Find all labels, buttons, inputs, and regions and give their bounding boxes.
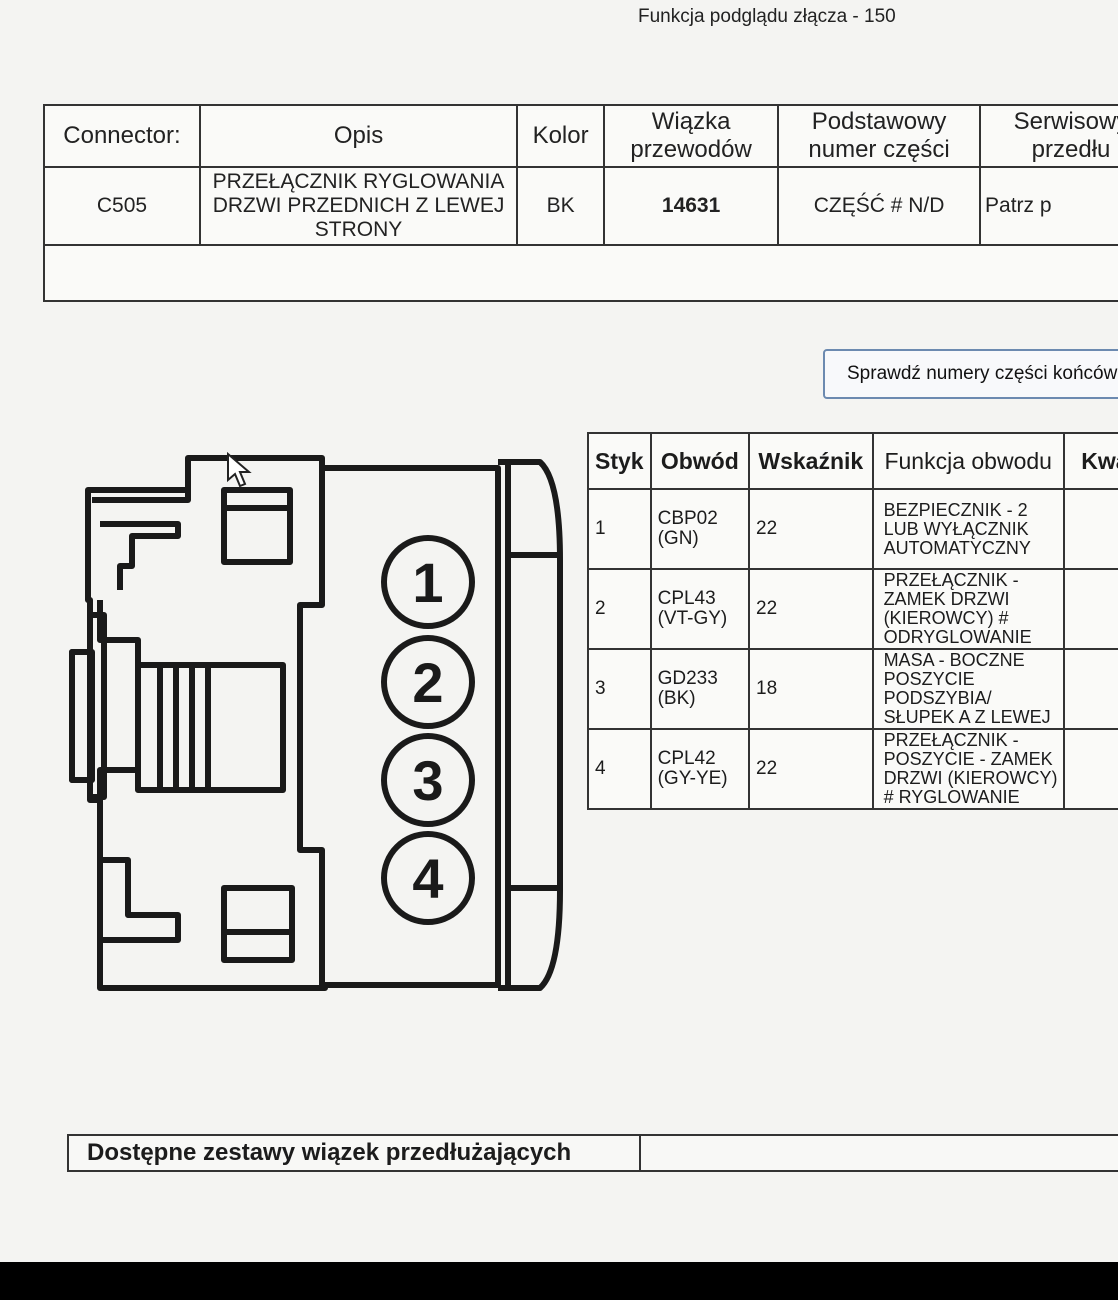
pin-circuit: CPL43 (VT-GY) bbox=[649, 568, 751, 650]
empty-cell bbox=[43, 244, 1118, 302]
pin-table: Styk Obwód Wskaźnik Funkcja obwodu Kwa 1… bbox=[587, 432, 1118, 810]
pin-label-3: 3 bbox=[412, 749, 443, 812]
pin-function: BEZPIECZNIK - 2 LUB WYŁĄCZNIK AUTOMATYCZ… bbox=[871, 488, 1065, 570]
pin-function: PRZEŁĄCZNIK - ZAMEK DRZWI (KIEROWCY) # O… bbox=[871, 568, 1065, 650]
header-opis: Opis bbox=[198, 104, 519, 168]
pin-table-header: Styk Obwód Wskaźnik Funkcja obwodu Kwa bbox=[587, 432, 1118, 490]
connector-bottom-square bbox=[221, 885, 295, 963]
pin-label-4: 4 bbox=[412, 847, 443, 910]
connector-table-header: Connector: Opis Kolor Wiązka przewodów P… bbox=[43, 104, 1118, 168]
pin-row: 3 GD233 (BK) 18 MASA - BOCZNE POSZYCIE P… bbox=[587, 648, 1118, 730]
pin-function: MASA - BOCZNE POSZYCIE PODSZYBIA/ SŁUPEK… bbox=[871, 648, 1065, 730]
pin-circle-1 bbox=[381, 535, 475, 629]
connector-top-square bbox=[221, 487, 293, 565]
connector-table-empty-row bbox=[43, 244, 1118, 302]
cell-numer-czesci: CZĘŚĆ # N/D bbox=[777, 166, 982, 246]
pin-function: PRZEŁĄCZNIK - POSZYCIE - ZAMEK DRZWI (KI… bbox=[871, 728, 1065, 810]
connector-diagram: 1 2 3 4 bbox=[69, 451, 563, 991]
cell-opis: PRZEŁĄCZNIK RYGLOWANIA DRZWI PRZEDNICH Z… bbox=[198, 166, 519, 246]
cell-serwisowy[interactable]: Patrz p bbox=[979, 166, 1118, 246]
pin-gauge: 22 bbox=[748, 728, 874, 810]
screen-bottom-bezel bbox=[0, 1262, 1118, 1300]
header-kwa: Kwa bbox=[1062, 432, 1118, 490]
connector-info-table: Connector: Opis Kolor Wiązka przewodów P… bbox=[43, 104, 1118, 302]
header-numer-czesci: Podstawowy numer części bbox=[777, 104, 982, 168]
mouse-cursor-icon bbox=[227, 451, 252, 488]
pin-circle-2 bbox=[381, 635, 475, 729]
pin-row: 1 CBP02 (GN) 22 BEZPIECZNIK - 2 LUB WYŁĄ… bbox=[587, 488, 1118, 570]
pin-number: 4 bbox=[587, 728, 652, 810]
connector-right-cap bbox=[498, 459, 563, 991]
extension-harness-label: Dostępne zestawy wiązek przedłużających bbox=[69, 1136, 641, 1170]
pin-number: 2 bbox=[587, 568, 652, 650]
pin-gauge: 18 bbox=[748, 648, 874, 730]
page-title: Funkcja podglądu złącza - 150 bbox=[638, 6, 896, 27]
extension-harness-section: Dostępne zestawy wiązek przedłużających bbox=[67, 1134, 1118, 1172]
pin-circuit: CPL42 (GY-YE) bbox=[649, 728, 751, 810]
pin-circle-4 bbox=[381, 831, 475, 925]
cell-kolor: BK bbox=[516, 166, 606, 246]
header-funkcja-obwodu: Funkcja obwodu bbox=[871, 432, 1065, 490]
pin-row: 4 CPL42 (GY-YE) 22 PRZEŁĄCZNIK - POSZYCI… bbox=[587, 728, 1118, 810]
connector-lower-notch bbox=[100, 857, 181, 943]
pin-number: 3 bbox=[587, 648, 652, 730]
pin-extra bbox=[1062, 488, 1118, 570]
header-serwisowy: Serwisowy przedłu bbox=[979, 104, 1118, 168]
header-styk: Styk bbox=[587, 432, 652, 490]
connector-table-row: C505 PRZEŁĄCZNIK RYGLOWANIA DRZWI PRZEDN… bbox=[43, 166, 1118, 246]
pin-label-2: 2 bbox=[412, 651, 443, 714]
pin-gauge: 22 bbox=[748, 488, 874, 570]
pin-label-1: 1 bbox=[412, 551, 443, 614]
cell-wiazka: 14631 bbox=[603, 166, 780, 246]
header-wskaznik: Wskaźnik bbox=[748, 432, 874, 490]
header-obwod: Obwód bbox=[649, 432, 751, 490]
connector-inner-top bbox=[92, 488, 191, 590]
check-part-numbers-button[interactable]: Sprawdź numery części końców bbox=[823, 349, 1118, 399]
pin-row: 2 CPL43 (VT-GY) 22 PRZEŁĄCZNIK - ZAMEK D… bbox=[587, 568, 1118, 650]
pin-extra bbox=[1062, 568, 1118, 650]
pin-circle-3 bbox=[381, 733, 475, 827]
pin-extra bbox=[1062, 648, 1118, 730]
pin-circuit: GD233 (BK) bbox=[649, 648, 751, 730]
pin-extra bbox=[1062, 728, 1118, 810]
pin-number: 1 bbox=[587, 488, 652, 570]
header-kolor: Kolor bbox=[516, 104, 606, 168]
pin-circuit: CBP02 (GN) bbox=[649, 488, 751, 570]
cell-connector-id: C505 bbox=[43, 166, 201, 246]
header-connector: Connector: bbox=[43, 104, 201, 168]
header-wiazka: Wiązka przewodów bbox=[603, 104, 780, 168]
pin-gauge: 22 bbox=[748, 568, 874, 650]
